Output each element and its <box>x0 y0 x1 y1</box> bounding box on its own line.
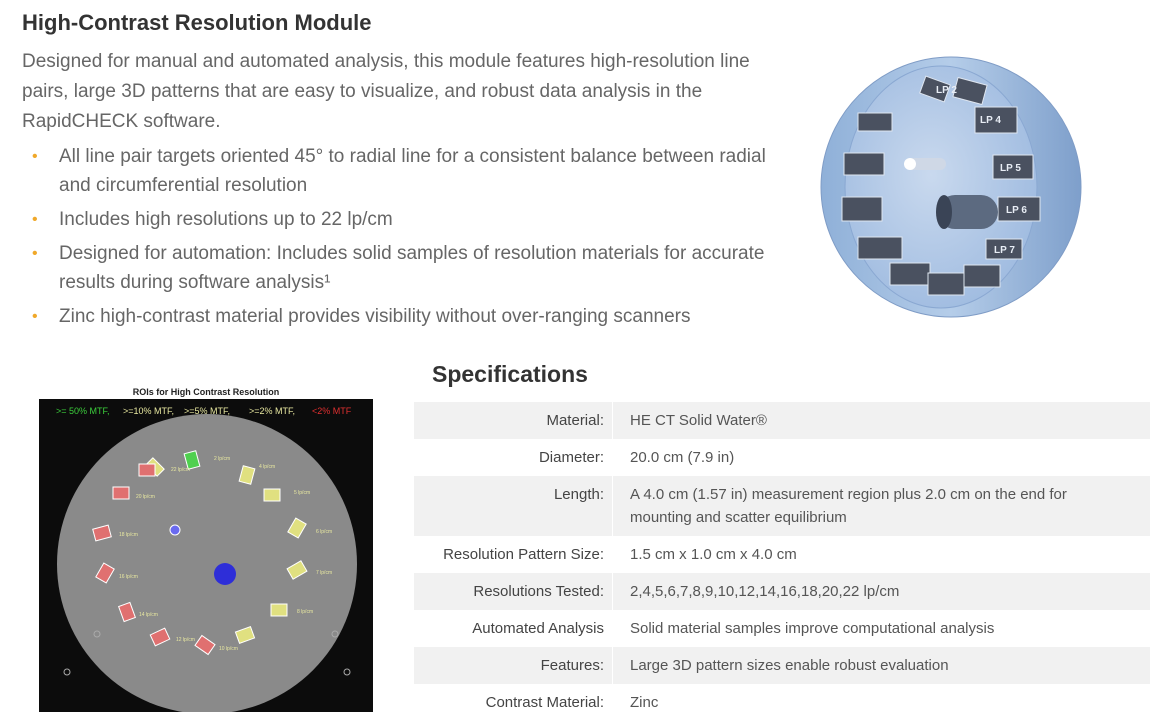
feature-item: • Zinc high-contrast material provides vi… <box>32 302 772 331</box>
spec-label: Contrast Material: <box>414 684 613 721</box>
spec-label: Resolution Pattern Size: <box>414 536 613 573</box>
legend-entry: >=10% MTF, <box>123 406 174 416</box>
roi-label: 14 lp/cm <box>139 612 158 618</box>
feature-text: Designed for automation: Includes solid … <box>59 243 765 293</box>
feature-text: Zinc high-contrast material provides vis… <box>59 306 691 327</box>
phantom-label: LP 5 <box>1000 163 1021 174</box>
spec-label: Material: <box>414 402 613 439</box>
roi-label: 5 lp/cm <box>294 490 310 496</box>
roi-label: 8 lp/cm <box>297 609 313 615</box>
bullet-icon: • <box>32 245 38 262</box>
bullet-icon: • <box>32 211 38 228</box>
legend-entry: >=5% MTF, <box>184 406 230 416</box>
roi-label: 12 lp/cm <box>176 637 195 643</box>
table-row: Material: HE CT Solid Water® <box>414 402 1150 439</box>
table-row: Resolutions Tested: 2,4,5,6,7,8,9,10,12,… <box>414 573 1150 610</box>
spec-value: 20.0 cm (7.9 in) <box>630 449 735 466</box>
spec-value: 1.5 cm x 1.0 cm x 4.0 cm <box>630 546 797 563</box>
table-row: Automated Analysis Solid material sample… <box>414 610 1150 647</box>
bullet-icon: • <box>32 148 38 165</box>
legend-entry: >= 50% MTF, <box>56 406 110 416</box>
spec-label: Length: <box>414 476 613 536</box>
feature-text: Includes high resolutions up to 22 lp/cm <box>59 209 393 230</box>
spec-value: 2,4,5,6,7,8,9,10,12,14,16,18,20,22 lp/cm <box>630 583 900 600</box>
bullet-icon: • <box>32 308 38 325</box>
specifications-title: Specifications <box>432 361 588 387</box>
phantom-label: LP 2 <box>936 85 957 96</box>
spec-value: Large 3D pattern sizes enable robust eva… <box>630 657 949 674</box>
feature-item: • Includes high resolutions up to 22 lp/c… <box>32 205 772 234</box>
table-row: Contrast Material: Zinc <box>414 684 1150 721</box>
phantom-label: LP 6 <box>1006 205 1027 216</box>
spec-value: Solid material samples improve computati… <box>630 620 995 637</box>
roi-label: 2 lp/cm <box>214 456 230 462</box>
phantom-label: LP 4 <box>980 115 1001 126</box>
table-row: Features: Large 3D pattern sizes enable … <box>414 647 1150 684</box>
spec-label: Resolutions Tested: <box>414 573 613 610</box>
feature-text: All line pair targets oriented 45° to ra… <box>59 146 766 196</box>
roi-panel-title: ROIs for High Contrast Resolution <box>133 387 280 397</box>
roi-label: 20 lp/cm <box>136 494 155 500</box>
table-row: Diameter: 20.0 cm (7.9 in) <box>414 439 1150 476</box>
spec-label: Automated Analysis <box>414 610 613 647</box>
roi-label: 22 lp/cm <box>171 467 190 473</box>
roi-label: 6 lp/cm <box>316 529 332 535</box>
feature-list: • All line pair targets oriented 45° to r… <box>32 142 772 336</box>
spec-value: Zinc <box>630 694 659 711</box>
spec-value: HE CT Solid Water® <box>630 412 767 429</box>
legend-entry: >=2% MTF, <box>249 406 295 416</box>
roi-label: 10 lp/cm <box>219 646 238 652</box>
spec-value: A 4.0 cm (1.57 in) measurement region pl… <box>630 486 1067 526</box>
roi-label: 16 lp/cm <box>119 574 138 580</box>
phantom-module-image: LP 2 LP 4 LP 5 LP 6 LP 7 <box>820 56 1082 318</box>
table-row: Resolution Pattern Size: 1.5 cm x 1.0 cm… <box>414 536 1150 573</box>
module-title: High-Contrast Resolution Module <box>22 10 372 35</box>
spec-label: Features: <box>414 647 613 684</box>
module-intro: Designed for manual and automated analys… <box>22 51 750 132</box>
legend-entry: <2% MTF <box>312 406 352 416</box>
phantom-label: LP 7 <box>994 245 1015 256</box>
feature-item: • Designed for automation: Includes solid… <box>32 239 772 297</box>
roi-label: 7 lp/cm <box>316 570 332 576</box>
specifications-table: Material: HE CT Solid Water® Diameter: 2… <box>414 402 1150 721</box>
spec-label: Diameter: <box>414 439 613 476</box>
table-row: Length: A 4.0 cm (1.57 in) measurement r… <box>414 476 1150 536</box>
roi-panel-image: ROIs for High Contrast Resolution >= 50%… <box>39 384 373 712</box>
feature-item: • All line pair targets oriented 45° to r… <box>32 142 772 200</box>
roi-label: 4 lp/cm <box>259 464 275 470</box>
roi-label: 18 lp/cm <box>119 532 138 538</box>
